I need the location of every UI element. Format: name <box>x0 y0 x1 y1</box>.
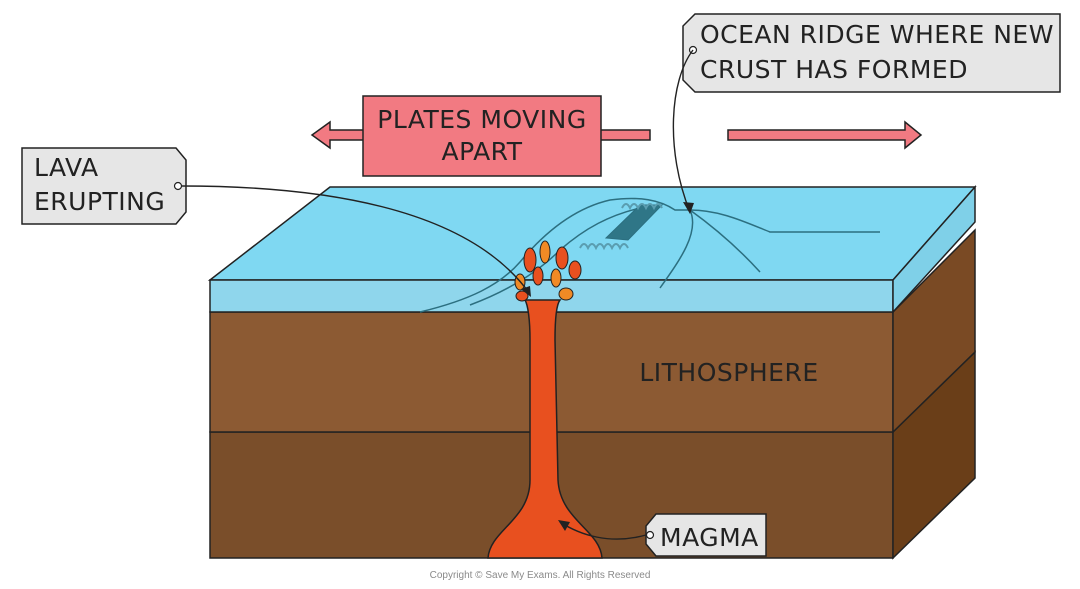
plates-moving-apart-label: PLATES MOVING APART <box>362 95 602 177</box>
magma-label-text: MAGMA <box>660 523 759 552</box>
plates-label-line2: APART <box>441 137 522 166</box>
plates-label-line1: PLATES MOVING <box>377 105 586 134</box>
lithosphere-label: LITHOSPHERE <box>639 358 818 387</box>
lava-label-line1: LAVA <box>34 153 99 182</box>
ridge-label-line1: OCEAN RIDGE WHERE NEW <box>700 20 1054 49</box>
right-arrow <box>727 120 923 150</box>
ocean-ridge <box>419 197 880 313</box>
left-arrow <box>310 120 371 150</box>
ridge-label-line2: CRUST HAS FORMED <box>700 55 968 84</box>
ocean-ridge-label: OCEAN RIDGE WHERE NEW CRUST HAS FORMED <box>672 13 1061 214</box>
lava-label-line2: ERUPTING <box>34 187 165 216</box>
magma-label: MAGMA <box>558 513 767 557</box>
lava-erupting-label: LAVA ERUPTING <box>21 147 531 297</box>
copyright-text: Copyright © Save My Exams. All Rights Re… <box>430 570 651 581</box>
lava-eruption <box>514 240 582 302</box>
ocean-water <box>207 185 977 314</box>
center-arrow-bar <box>599 129 651 141</box>
magma-column <box>487 299 603 559</box>
